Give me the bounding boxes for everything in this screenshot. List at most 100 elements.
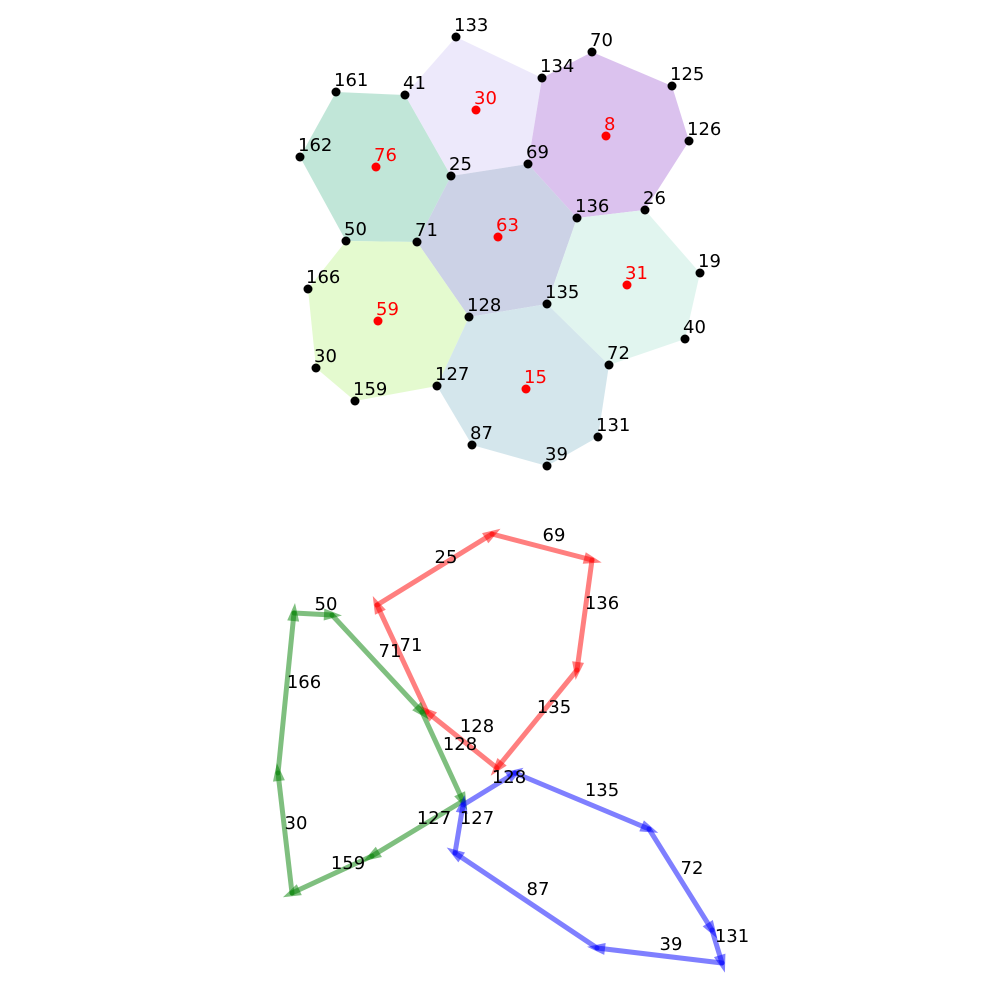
vertex-dot-71 (412, 237, 422, 247)
green-edge-label-159: 159 (331, 853, 365, 874)
vertex-dot-126 (684, 136, 694, 146)
red-edge (424, 709, 500, 771)
face-15 (437, 304, 609, 466)
vertex-label-26: 26 (643, 188, 666, 209)
red-edge (374, 531, 495, 608)
vertex-dot-133 (451, 32, 461, 42)
vertex-dot-136 (572, 213, 582, 223)
blue-edge-label-39: 39 (660, 934, 683, 955)
vertex-label-41: 41 (403, 73, 426, 94)
red-edge-label-71: 71 (400, 635, 423, 656)
vertex-dot-87 (467, 440, 477, 450)
face-center-label-8: 8 (604, 114, 615, 135)
red-edge-label-136: 136 (585, 593, 619, 614)
vertex-label-125: 125 (670, 64, 704, 85)
vertex-dot-69 (523, 159, 533, 169)
vertex-dot-41 (400, 90, 410, 100)
blue-edge (452, 850, 600, 951)
blue-edge-label-135: 135 (585, 780, 619, 801)
green-edge (329, 612, 425, 715)
face-59 (308, 241, 469, 401)
vertex-label-72: 72 (607, 343, 630, 364)
vertex-dot-135 (542, 299, 552, 309)
face-center-label-59: 59 (376, 299, 399, 320)
face-polygons (300, 37, 700, 466)
green-edge (275, 610, 297, 776)
vertex-dot-166 (303, 284, 313, 294)
blue-edge-label-72: 72 (681, 858, 704, 879)
vertex-dot-134 (537, 73, 547, 83)
vertex-label-126: 126 (687, 119, 721, 140)
vertex-dot-131 (593, 432, 603, 442)
vertex-label-131: 131 (596, 415, 630, 436)
vertex-dot-161 (331, 87, 341, 97)
face-center-label-30: 30 (474, 88, 497, 109)
vertex-dot-70 (587, 47, 597, 57)
vertex-dot-39 (542, 461, 552, 471)
green-edge-label-166: 166 (287, 672, 321, 693)
vertex-dot-26 (640, 205, 650, 215)
green-edge-label-127: 127 (417, 808, 451, 829)
vertex-label-40: 40 (683, 317, 706, 338)
vertex-label-25: 25 (449, 154, 472, 175)
red-edge-label-135: 135 (537, 697, 571, 718)
vertex-label-127: 127 (435, 364, 469, 385)
blue-edge-label-127: 127 (460, 808, 494, 829)
face-center-dot-30 (471, 105, 481, 115)
blue-edge (594, 945, 725, 966)
vertex-dot-50 (341, 236, 351, 246)
face-center-dot-76 (371, 162, 381, 172)
red-edge-label-69: 69 (543, 525, 566, 546)
red-edge-label-128: 128 (460, 716, 494, 737)
vertex-dot-125 (667, 81, 677, 91)
red-edge (494, 667, 580, 771)
face-center-dot-31 (622, 280, 632, 290)
path-cycles: 2569136135128715012812715930166711357213… (272, 525, 749, 973)
vertex-label-71: 71 (415, 220, 438, 241)
blue-edge (452, 802, 466, 856)
face-center-dot-8 (601, 131, 611, 141)
vertex-dot-127 (432, 381, 442, 391)
blue-edge-label-131: 131 (715, 926, 749, 947)
red-edge (574, 557, 595, 673)
vertex-label-50: 50 (344, 219, 367, 240)
vertex-label-39: 39 (545, 444, 568, 465)
vertex-label-134: 134 (540, 56, 574, 77)
vertex-label-87: 87 (470, 423, 493, 444)
green-edge-label-30: 30 (285, 813, 308, 834)
vertex-label-30: 30 (314, 346, 337, 367)
blue-arrowhead (505, 767, 524, 783)
green-edge (369, 798, 466, 859)
vertex-label-161: 161 (334, 70, 368, 91)
face-center-label-76: 76 (374, 145, 397, 166)
red-edge (489, 531, 595, 563)
vertex-label-159: 159 (353, 379, 387, 400)
face-center-label-15: 15 (524, 367, 547, 388)
green-edge (289, 853, 375, 896)
vertex-dot-162 (295, 152, 305, 162)
green-edge (419, 709, 466, 804)
vertex-label-133: 133 (454, 15, 488, 36)
green-edge-label-71: 71 (379, 641, 402, 662)
vertex-dot-128 (464, 312, 474, 322)
vertex-dot-25 (446, 171, 456, 181)
blue-edge (646, 826, 715, 933)
blue-edge (512, 770, 652, 832)
vertex-label-19: 19 (698, 251, 721, 272)
green-arrowhead (287, 603, 300, 622)
blue-edge-label-87: 87 (527, 879, 550, 900)
vertex-dot-40 (680, 334, 690, 344)
red-edge (374, 602, 430, 715)
vertex-label-135: 135 (545, 282, 579, 303)
face-center-label-31: 31 (625, 263, 648, 284)
vertex-dot-159 (350, 396, 360, 406)
vertex-dot-72 (604, 360, 614, 370)
face-center-label-63: 63 (496, 215, 519, 236)
vertex-label-136: 136 (575, 196, 609, 217)
vertex-label-166: 166 (306, 267, 340, 288)
vertex-dot-30 (311, 363, 321, 373)
vertex-label-162: 162 (298, 135, 332, 156)
